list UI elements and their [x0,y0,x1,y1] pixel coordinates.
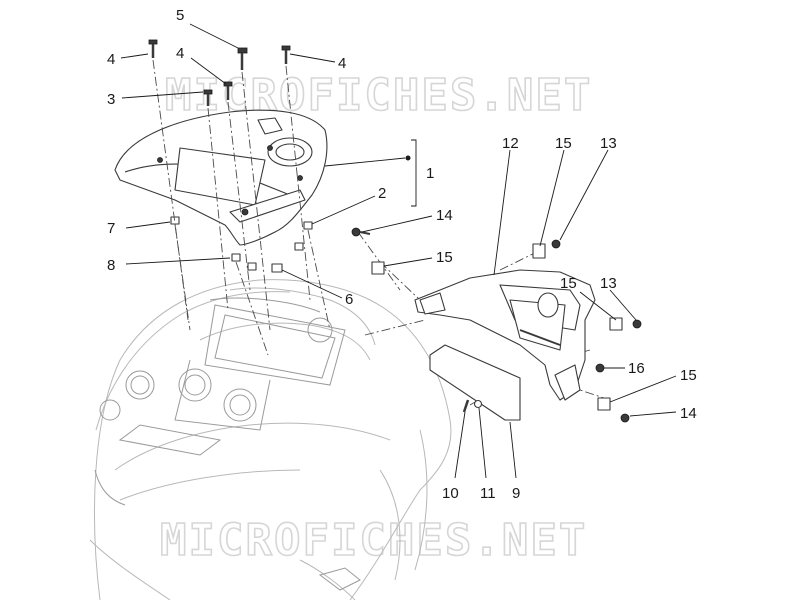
nut-part-15-top [532,243,546,259]
callout-13-right: 13 [600,275,617,292]
callout-13-top: 13 [600,135,617,152]
callout-4-left: 4 [107,51,115,68]
callout-12: 12 [502,135,519,152]
screw-part-4-left [148,39,158,58]
part-9-plate-holder [429,344,521,421]
callout-1: 1 [426,165,434,182]
screw-part-13-right [632,319,642,329]
screw-part-3 [203,89,213,106]
callout-9: 9 [512,485,520,502]
screw-part-14-bottom [620,413,630,423]
screw-part-10 [462,399,470,413]
washer-part-11 [473,399,483,409]
screw-part-13-top [551,239,561,249]
nut-part-15-left [371,261,385,275]
screw-part-14-top [351,227,371,237]
callout-4-center: 4 [176,45,184,62]
callouts: 4 5 4 4 3 1 2 7 8 6 14 15 12 15 13 15 13… [107,7,697,502]
clip-part-2a [303,221,313,230]
callout-14-top: 14 [436,207,453,224]
screw-part-16 [595,363,605,373]
clip-part-8a [231,253,241,262]
callout-10: 10 [442,485,459,502]
callout-15-left: 15 [436,249,453,266]
watermark-bottom: MICROFICHES.NET [160,515,587,566]
callout-11: 11 [480,485,496,502]
callout-5: 5 [176,7,184,24]
callout-15-right: 15 [560,275,577,292]
callout-6: 6 [345,291,353,308]
scooter-rear-body [89,279,452,600]
callout-3: 3 [107,91,115,108]
callout-15-top: 15 [555,135,572,152]
callout-2: 2 [378,185,386,202]
nut-part-15-bottom [597,397,611,411]
part-12-rear-light-housing [414,269,596,401]
screw-part-5 [237,47,248,70]
screw-part-4-right [281,45,291,64]
nut-part-15-right [609,317,623,331]
callout-16: 16 [628,360,645,377]
leader-lines [120,23,677,479]
part-1-rear-cover [114,109,328,246]
clip-part-2b [294,242,304,251]
clip-part-7 [170,216,180,225]
callout-4-right: 4 [338,55,346,72]
callout-8: 8 [107,257,115,274]
screw-part-4-center [223,81,233,100]
clip-part-8b [247,262,257,271]
clip-part-6 [271,263,283,273]
callout-7: 7 [107,220,115,237]
callout-15-bottom: 15 [680,367,697,384]
callout-14-bottom: 14 [680,405,697,422]
